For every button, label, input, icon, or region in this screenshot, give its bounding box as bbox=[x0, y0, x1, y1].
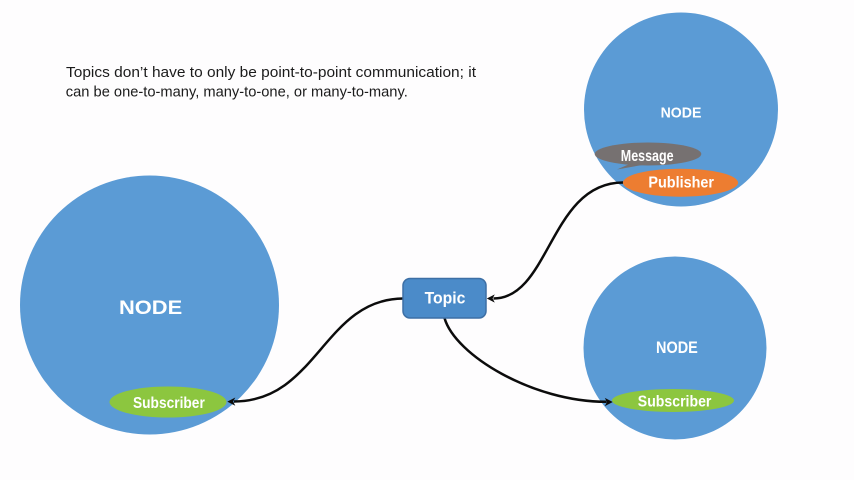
svg-text:NODE: NODE bbox=[661, 105, 702, 122]
svg-text:Subscriber: Subscriber bbox=[638, 394, 712, 411]
svg-text:Topic: Topic bbox=[425, 289, 466, 308]
svg-text:NODE: NODE bbox=[656, 339, 698, 357]
svg-text:can be one-to-many, many-to-on: can be one-to-many, many-to-one, or many… bbox=[66, 83, 408, 100]
svg-text:Subscriber: Subscriber bbox=[133, 395, 205, 412]
svg-text:Publisher: Publisher bbox=[648, 175, 714, 192]
svg-text:Topics don’t have to only be p: Topics don’t have to only be point-to-po… bbox=[66, 64, 477, 81]
svg-text:NODE: NODE bbox=[119, 297, 182, 319]
svg-text:Message: Message bbox=[621, 148, 674, 165]
